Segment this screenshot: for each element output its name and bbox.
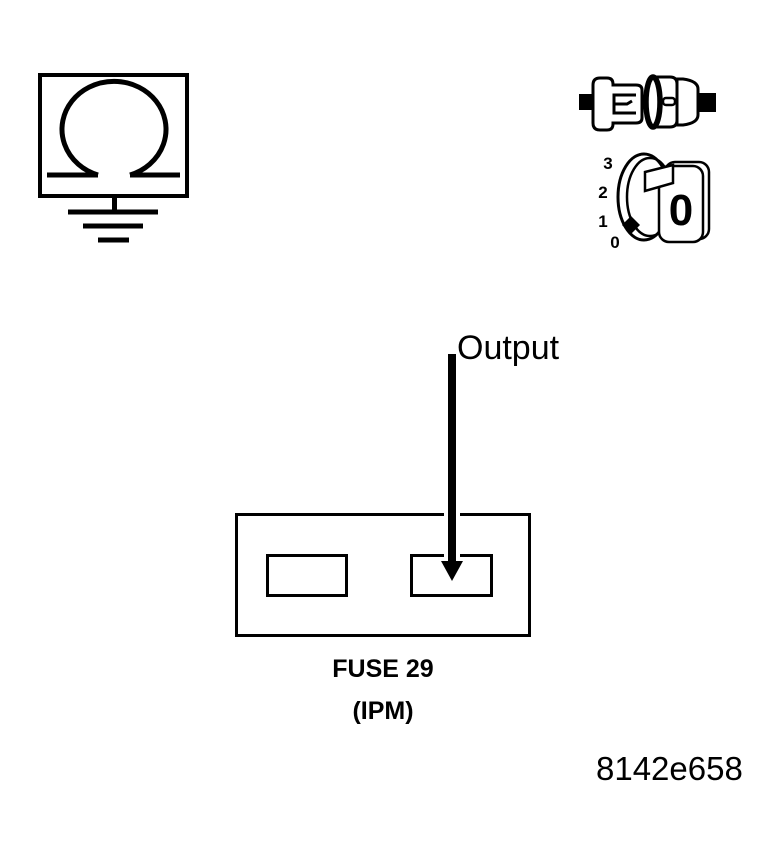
figure-code: 8142e658 <box>596 750 743 787</box>
fuse-sublabel: (IPM) <box>352 697 414 725</box>
fuse-element <box>612 93 636 115</box>
holder-slot <box>661 96 677 107</box>
fuse-and-holder-icon <box>579 74 716 132</box>
position-label-1: 1 <box>598 212 607 231</box>
position-label-2: 2 <box>598 183 607 202</box>
ohmmeter-ground-icon <box>38 73 189 243</box>
fuse-slot-left <box>266 554 348 597</box>
output-arrowhead-icon <box>441 561 463 581</box>
holder-ring <box>643 74 663 130</box>
position-label-0: 0 <box>610 233 619 252</box>
ground-icon <box>68 196 158 243</box>
ohmmeter-icon <box>38 73 189 198</box>
position-label-3: 3 <box>603 154 612 173</box>
wire-tab-right <box>698 93 716 112</box>
fuse-label: FUSE 29 <box>332 655 434 683</box>
keyway-slot <box>643 163 675 193</box>
holder-cap <box>675 77 700 127</box>
ignition-switch-position-icon: 3 2 1 0 0 <box>598 152 711 252</box>
omega-symbol <box>47 78 180 178</box>
key-position-label: 0 <box>669 186 693 235</box>
output-label: Output <box>457 329 560 367</box>
wire-tab-left <box>579 94 593 110</box>
position-indicator-diamond <box>622 216 640 234</box>
output-arrow-line <box>444 354 460 562</box>
